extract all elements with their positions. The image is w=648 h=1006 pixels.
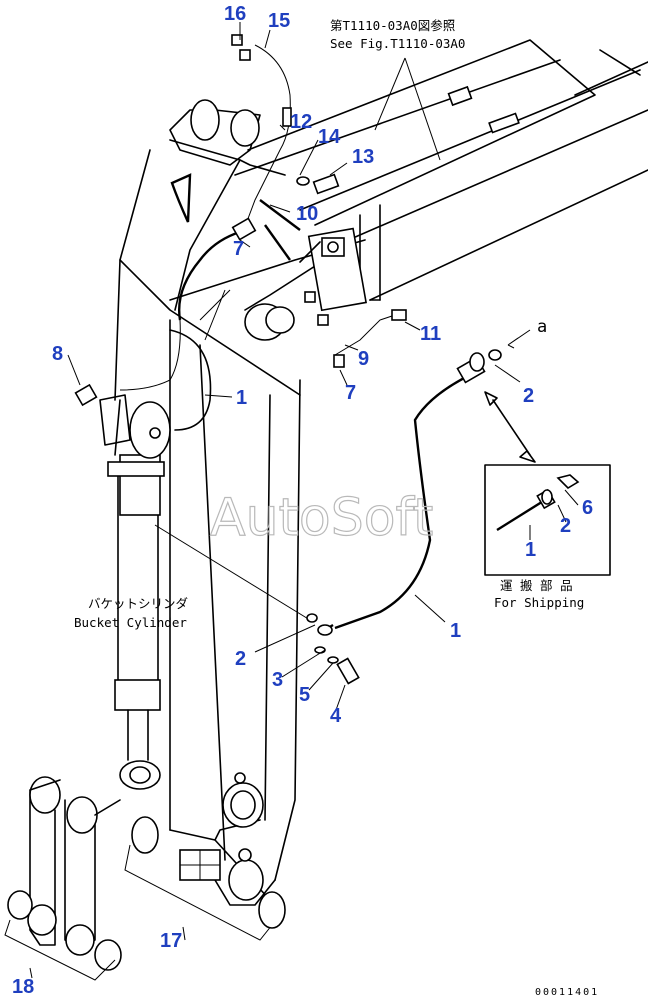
callout-17: 17	[160, 930, 182, 952]
callout-9: 9	[358, 348, 369, 370]
cross-member	[169, 227, 368, 341]
bucket-cylinder-label-en: Bucket Cylinder	[74, 615, 187, 630]
boom-arm	[234, 39, 648, 301]
callout-7-lower: 7	[345, 382, 356, 404]
plate-17a	[131, 816, 159, 854]
oring-2b	[306, 613, 318, 623]
oring-2	[488, 349, 502, 361]
plate-17b	[258, 891, 286, 929]
callout-15: 15	[268, 10, 290, 32]
callout-18: 18	[12, 976, 34, 998]
arrow-a-label: a	[537, 317, 547, 337]
callout-6: 6	[582, 497, 593, 519]
callout-14: 14	[318, 126, 341, 148]
reference-note-en: See Fig.T1110-03A0	[330, 36, 465, 51]
callout-2-right: 2	[523, 385, 534, 407]
watermark: AutoSoft	[210, 488, 433, 548]
callouts: 16 15 12 14 13 10 7 11 8 9 7 1 2 6 2 1 1…	[12, 3, 593, 998]
callout-4: 4	[330, 705, 342, 727]
callout-10: 10	[296, 203, 318, 225]
callout-1-hose: 1	[450, 620, 461, 642]
bucket-cylinder-label-jp: バケットシリンダ	[88, 596, 188, 611]
shipping-label-jp: 運 搬 部 品	[500, 578, 573, 593]
callout-1-inset: 1	[525, 539, 536, 561]
bucket-cylinder	[99, 329, 212, 790]
arm-body	[114, 99, 301, 906]
callout-11: 11	[420, 323, 441, 345]
hoses	[74, 34, 486, 685]
callout-2-left: 2	[235, 648, 246, 670]
callout-3: 3	[272, 669, 283, 691]
shipping-inset	[484, 391, 611, 576]
callout-8: 8	[52, 343, 63, 365]
reference-note-jp: 第T1110-03A0図参照	[330, 18, 455, 33]
callout-1-arm: 1	[236, 387, 247, 409]
shipping-label-en: For Shipping	[494, 595, 584, 610]
callout-2-inset: 2	[560, 515, 571, 537]
callout-12: 12	[290, 111, 312, 133]
figure-id: 00011401	[535, 987, 599, 998]
callout-13: 13	[352, 146, 374, 168]
callout-5: 5	[299, 684, 310, 706]
callout-16: 16	[224, 3, 246, 25]
link-part	[7, 776, 122, 971]
callout-7-upper: 7	[233, 238, 244, 260]
